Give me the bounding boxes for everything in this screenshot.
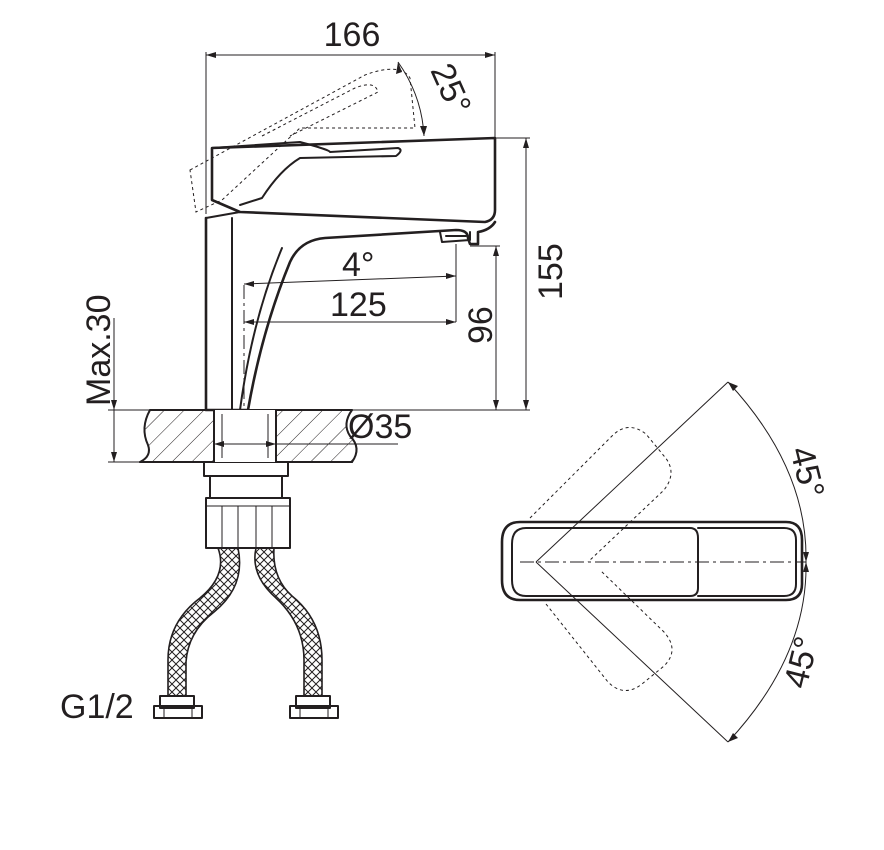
handle-top-view — [500, 520, 806, 602]
label-spout-angle: 4° — [342, 246, 375, 284]
label-overall-height: 155 — [532, 243, 570, 300]
label-overall-length: 166 — [324, 16, 381, 54]
handle-closed — [210, 136, 497, 224]
label-mounting-hole: Ø35 — [348, 408, 412, 446]
dim-overall-length — [205, 52, 496, 214]
dim-deck-thickness — [108, 318, 150, 463]
label-handle-angle: 25° — [423, 58, 479, 120]
dim-spout-height — [470, 245, 500, 410]
fixing-assembly — [203, 461, 291, 549]
dim-overall-height — [352, 137, 530, 411]
hose-left — [153, 547, 241, 719]
label-spout-height: 96 — [462, 306, 500, 344]
faucet-body — [204, 211, 497, 412]
faucet-side-view: 166 25° 155 96 — [60, 16, 570, 726]
label-spout-reach: 125 — [330, 286, 387, 324]
handle-rotated-down-outline — [545, 569, 673, 691]
label-rotation-down: 45° — [777, 633, 826, 692]
dim-spout-reach — [244, 319, 456, 325]
dim-mounting-hole — [214, 441, 398, 447]
hose-right — [254, 547, 339, 719]
label-connection-thread: G1/2 — [60, 688, 134, 726]
deck-section — [139, 409, 358, 463]
dim-handle-angle — [396, 61, 427, 137]
handle-rotated-up-outline — [529, 427, 672, 563]
dim-rotation — [535, 381, 809, 743]
raised-handle-outline — [189, 68, 416, 213]
faucet-top-view: 45° 45° — [500, 381, 832, 743]
label-rotation-up: 45° — [782, 443, 831, 502]
label-deck-thickness: Max.30 — [80, 295, 118, 407]
dim-spout-angle — [243, 244, 457, 322]
